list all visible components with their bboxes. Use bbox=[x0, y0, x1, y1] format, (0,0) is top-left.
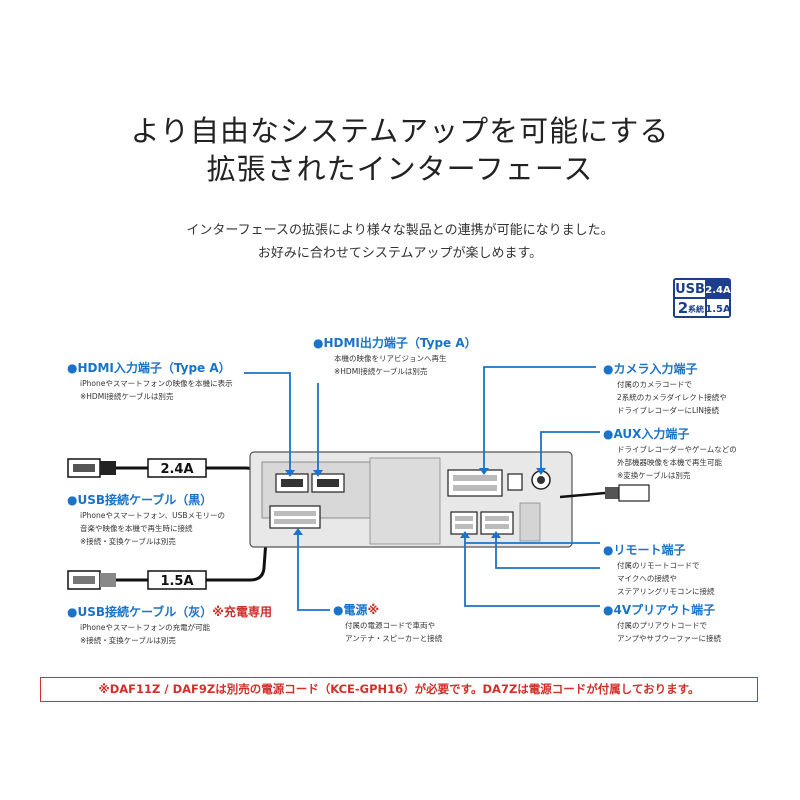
hdmi-out-port bbox=[311, 473, 345, 493]
usb-badge-usb-text: USB bbox=[675, 282, 705, 297]
usb-badge-a1-text: 2.4A bbox=[705, 285, 731, 296]
usb-black-connector bbox=[67, 458, 116, 478]
intro-line2: お好みに合わせてシステムアップが楽しめます。 bbox=[257, 246, 543, 261]
aux-desc2: 外部機器映像を本機で再生可能 bbox=[617, 458, 722, 467]
hdmi-in-desc1: iPhoneやスマートフォンの映像を本機に表示 bbox=[80, 379, 233, 388]
aux-desc3: ※変換ケーブルは別売 bbox=[617, 471, 691, 480]
usb-2-system-badge: USB 2 系統 2.4A 1.5A bbox=[673, 278, 731, 318]
intro-line1: インターフェースの拡張により様々な製品との連携が可能になりました。 bbox=[186, 223, 614, 238]
page-title-line1: より自由なシステムアップを可能にする bbox=[130, 114, 670, 148]
remote-desc1: 付属のリモートコードで bbox=[617, 561, 700, 570]
usb-gray-amp-tag bbox=[147, 570, 207, 590]
leader-aux bbox=[540, 431, 600, 468]
hdmi-in-port bbox=[275, 473, 309, 493]
leader-lines bbox=[244, 366, 600, 611]
usb-black-label: ●USB接続ケーブル（黒） bbox=[67, 493, 213, 507]
small-connector bbox=[507, 473, 523, 491]
usb-badge-a2-text: 1.5A bbox=[705, 304, 731, 315]
usb-gray-label-charge: ※充電専用 bbox=[212, 605, 272, 619]
footnote-box: ※DAF11Z / DAF9Zは別売の電源コード（KCE-GPH16）が必要です… bbox=[40, 677, 758, 702]
usb-gray-connector bbox=[67, 570, 116, 590]
usb-black-amp-text: 2.4A bbox=[160, 462, 193, 477]
camera-connector bbox=[447, 469, 503, 497]
remote-desc3: ステアリングリモコンに接続 bbox=[617, 587, 715, 596]
preout-desc1: 付属のプリアウトコードで bbox=[617, 621, 707, 630]
leader-hdmi-in bbox=[244, 372, 291, 470]
remote-connector bbox=[450, 511, 478, 535]
usb-gray-label: ●USB接続ケーブル（灰）※充電専用 bbox=[67, 603, 272, 620]
usb-gray-desc1: iPhoneやスマートフォンの充電が可能 bbox=[80, 623, 211, 632]
hdmi-in-label: ●HDMI入力端子（Type A） bbox=[67, 361, 231, 375]
usb-black-amp-tag bbox=[147, 458, 207, 478]
usb-black-desc1: iPhoneやスマートフォン、USBメモリーの bbox=[80, 511, 226, 520]
power-label: ●電源※ bbox=[333, 601, 379, 618]
usb-black-desc3: ※接続・変換ケーブルは別売 bbox=[80, 537, 176, 546]
aux-desc1: ドライブレコーダーやゲームなどの bbox=[617, 445, 737, 454]
usb-gray-cable bbox=[116, 539, 268, 582]
camera-desc3: ドライブレコーダーにLIN接続 bbox=[617, 406, 719, 415]
page-title-line2: 拡張されたインターフェース bbox=[206, 152, 594, 186]
usb-badge-system-text: 系統 bbox=[688, 304, 704, 314]
leader-remote bbox=[464, 543, 600, 607]
leader-power bbox=[297, 535, 330, 611]
remote-desc2: マイクへの接続や bbox=[617, 574, 677, 583]
power-connector bbox=[269, 505, 321, 529]
camera-label: ●カメラ入力端子 bbox=[603, 362, 698, 376]
right-plug bbox=[605, 484, 650, 502]
camera-desc2: 2系統のカメラダイレクト接続や bbox=[617, 393, 727, 402]
hdmi-out-desc2: ※HDMI接続ケーブルは別売 bbox=[334, 367, 428, 376]
aux-jack bbox=[531, 470, 551, 490]
hdmi-out-desc1: 本機の映像をリアビジョンへ再生 bbox=[334, 354, 447, 363]
aux-label: ●AUX入力端子 bbox=[603, 427, 690, 441]
power-label-note: ※ bbox=[367, 603, 380, 617]
hdmi-in-desc2: ※HDMI接続ケーブルは別売 bbox=[80, 392, 174, 401]
leader-arrows bbox=[285, 468, 546, 538]
usb-gray-desc2: ※接続・変換ケーブルは別売 bbox=[80, 636, 176, 645]
preout-label: ●4Vプリアウト端子 bbox=[603, 603, 716, 617]
leader-camera bbox=[483, 366, 596, 468]
preout-connector bbox=[480, 511, 514, 535]
right-cable bbox=[559, 491, 606, 499]
leader-preout bbox=[495, 538, 600, 569]
power-desc1: 付属の電源コードで車両や bbox=[345, 621, 435, 630]
camera-desc1: 付属のカメラコードで bbox=[617, 380, 692, 389]
usb-black-desc2: 音楽や映像を本機で再生時に接続 bbox=[80, 524, 193, 533]
power-label-text: ●電源 bbox=[333, 603, 368, 617]
power-desc2: アンテナ・スピーカーと接続 bbox=[345, 634, 443, 643]
usb-gray-amp-text: 1.5A bbox=[160, 574, 193, 589]
remote-label: ●リモート端子 bbox=[603, 543, 686, 557]
hdmi-out-label: ●HDMI出力端子（Type A） bbox=[313, 336, 477, 350]
preout-desc2: アンプやサブウーファーに接続 bbox=[617, 634, 722, 643]
usb-gray-label-text: ●USB接続ケーブル（灰） bbox=[67, 605, 213, 619]
usb-badge-num-text: 2 bbox=[678, 299, 688, 317]
